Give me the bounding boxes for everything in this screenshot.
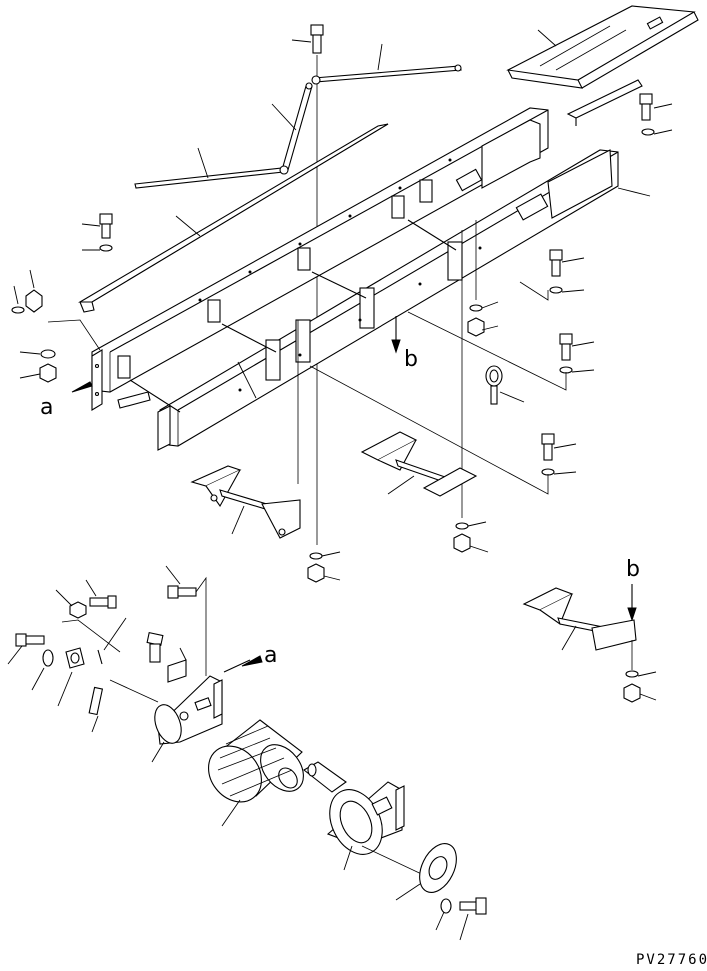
right-fasteners	[309, 93, 673, 495]
lower-left-fasteners	[7, 565, 207, 733]
final-bolt	[435, 897, 487, 941]
support-bracket-right: b	[522, 557, 657, 703]
left-angle-rail	[77, 123, 389, 313]
top-cover-plate	[506, 5, 699, 89]
support-bracket-left	[190, 465, 301, 539]
middle-fasteners	[307, 521, 489, 583]
label-b-bracket: b	[626, 557, 640, 582]
drum-pulley	[208, 719, 347, 827]
top-bolt	[291, 24, 324, 54]
flange-disc	[395, 843, 457, 901]
label-a-frame: a	[40, 395, 53, 420]
eye-bolt	[485, 365, 525, 405]
tie-rods	[134, 43, 462, 189]
drawing-code: PV27760	[636, 952, 707, 968]
left-upper-bolt	[81, 213, 113, 252]
support-bracket-middle	[360, 431, 478, 497]
label-a-guard: a	[264, 643, 277, 668]
drum-guard-plate: a	[109, 643, 277, 763]
rail-bolt-holes	[198, 158, 482, 392]
main-frame	[91, 107, 651, 451]
label-b-frame: b	[404, 347, 418, 372]
drum-guard-right	[326, 781, 431, 879]
angle-bracket	[566, 79, 643, 126]
left-fasteners	[11, 269, 101, 383]
frame-b-arrow: b	[391, 316, 418, 372]
frame-end-left: a	[40, 349, 151, 420]
